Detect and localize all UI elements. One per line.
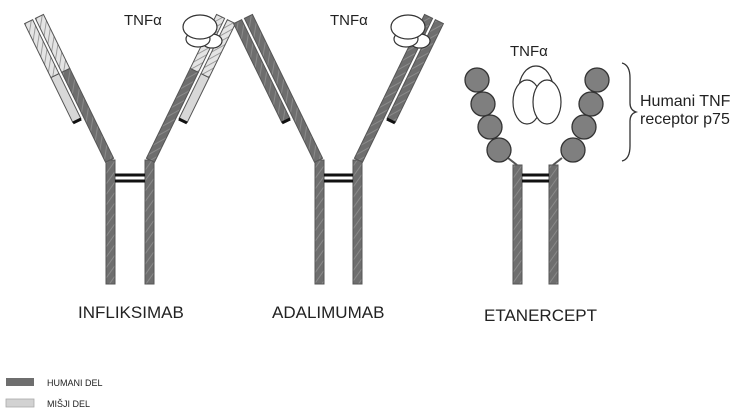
heavy-chain-stem-left [315, 160, 324, 284]
tnf-alpha-label: TNFα [510, 43, 548, 60]
receptor-label-line2: receptor p75 [640, 111, 730, 128]
fc-stem-left [513, 165, 522, 284]
etanercept-fusion-protein [465, 63, 636, 284]
heavy-chain-stem-right [353, 160, 362, 284]
tnf-alpha-label: TNFα [124, 12, 162, 29]
molecule-name-adalimumab: ADALIMUMAB [272, 303, 384, 322]
receptor-brace [622, 63, 636, 161]
legend: HUMANI DEL MIŠJI DEL [6, 378, 103, 409]
fab-arm-left [234, 14, 323, 167]
receptor-domains-left [465, 68, 511, 162]
legend-swatch-human [6, 378, 34, 386]
receptor-domains-right [561, 68, 609, 162]
legend-swatch-mouse [6, 399, 34, 407]
legend-label-mouse: MIŠJI DEL [47, 399, 90, 409]
receptor-label-line1: Humani TNF [640, 93, 731, 110]
tnf-alpha-label: TNFα [330, 12, 368, 29]
heavy-chain-stem-right [145, 160, 154, 284]
adalimumab-antibody [234, 14, 444, 284]
heavy-chain-stem-left [106, 160, 115, 284]
molecule-name-infliximab: INFLIKSIMAB [78, 303, 184, 322]
molecule-name-etanercept: ETANERCEPT [484, 306, 597, 325]
tnf-alpha-trimer [513, 66, 561, 124]
fab-arm-left [25, 14, 114, 167]
legend-label-human: HUMANI DEL [47, 378, 103, 388]
fc-stem-right [549, 165, 558, 284]
infliximab-antibody [25, 14, 236, 284]
